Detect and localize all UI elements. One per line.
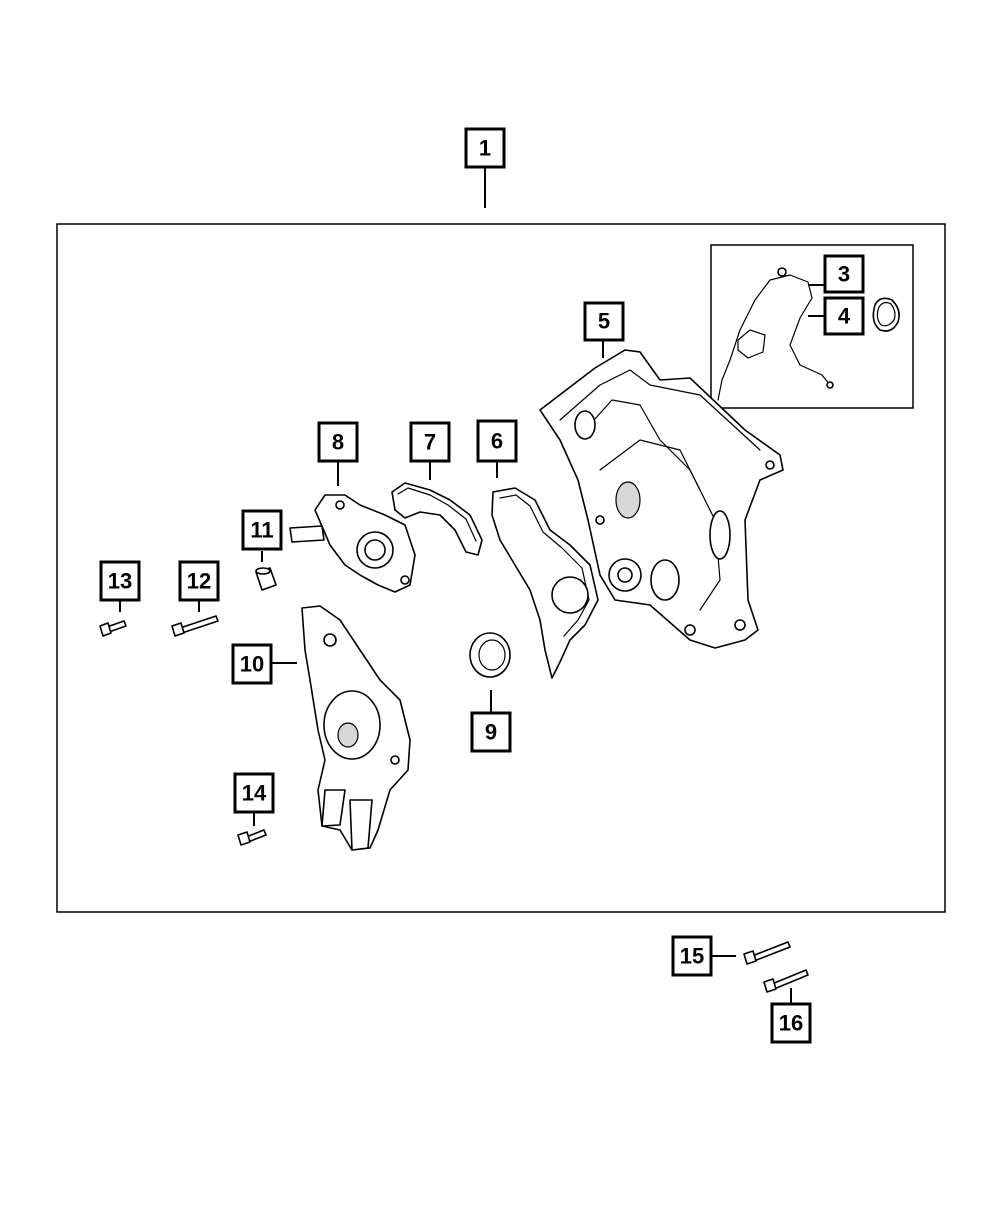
gasket-part-7 bbox=[391, 482, 483, 556]
callout-6-label: 6 bbox=[491, 429, 503, 454]
callout-12-label: 12 bbox=[187, 569, 211, 594]
bolt-part-15 bbox=[743, 941, 791, 965]
bolt-part-14 bbox=[237, 829, 267, 846]
callout-15: 15 bbox=[671, 935, 713, 977]
leader-lines bbox=[119, 168, 824, 1004]
callout-3-label: 3 bbox=[838, 262, 850, 287]
bolt-part-13 bbox=[99, 620, 127, 637]
callout-14-label: 14 bbox=[242, 781, 267, 806]
callout-10: 10 bbox=[231, 643, 273, 685]
callout-13-label: 13 bbox=[108, 569, 132, 594]
callout-4-label: 4 bbox=[838, 304, 851, 329]
callout-1-label: 1 bbox=[479, 136, 491, 161]
callout-9-label: 9 bbox=[485, 720, 497, 745]
callout-7: 7 bbox=[409, 421, 451, 463]
callout-14: 14 bbox=[233, 772, 275, 814]
callout-12: 12 bbox=[178, 560, 220, 602]
bolt-part-16 bbox=[763, 969, 809, 993]
water-pump-part-10 bbox=[301, 605, 411, 851]
callout-11: 11 bbox=[241, 509, 283, 551]
assembly-frame bbox=[56, 223, 946, 913]
inset-frame bbox=[710, 244, 914, 409]
callout-15-label: 15 bbox=[680, 944, 704, 969]
bolt-part-12 bbox=[171, 615, 219, 637]
callout-4: 4 bbox=[823, 296, 865, 336]
dowel-part-11 bbox=[255, 567, 277, 591]
callout-9: 9 bbox=[470, 711, 512, 753]
callout-6: 6 bbox=[476, 419, 518, 463]
callout-7-label: 7 bbox=[424, 430, 436, 455]
callout-5-label: 5 bbox=[598, 309, 610, 334]
housing-part-8 bbox=[289, 494, 416, 593]
callout-11-label: 11 bbox=[250, 518, 273, 543]
seal-part-4 bbox=[872, 297, 900, 332]
callout-13: 13 bbox=[99, 560, 141, 602]
callout-1: 1 bbox=[464, 127, 506, 169]
callout-8: 8 bbox=[317, 421, 359, 463]
callout-16-label: 16 bbox=[779, 1011, 803, 1036]
timing-cover bbox=[539, 349, 784, 649]
callout-3: 3 bbox=[823, 254, 865, 294]
callout-10-label: 10 bbox=[240, 652, 264, 677]
cover-gasket-part-3 bbox=[717, 267, 834, 401]
callout-5: 5 bbox=[583, 301, 625, 342]
callout-16: 16 bbox=[770, 1002, 812, 1044]
crank-seal-part-9 bbox=[469, 632, 511, 678]
callout-8-label: 8 bbox=[332, 430, 344, 455]
water-pump-gasket bbox=[491, 487, 599, 679]
